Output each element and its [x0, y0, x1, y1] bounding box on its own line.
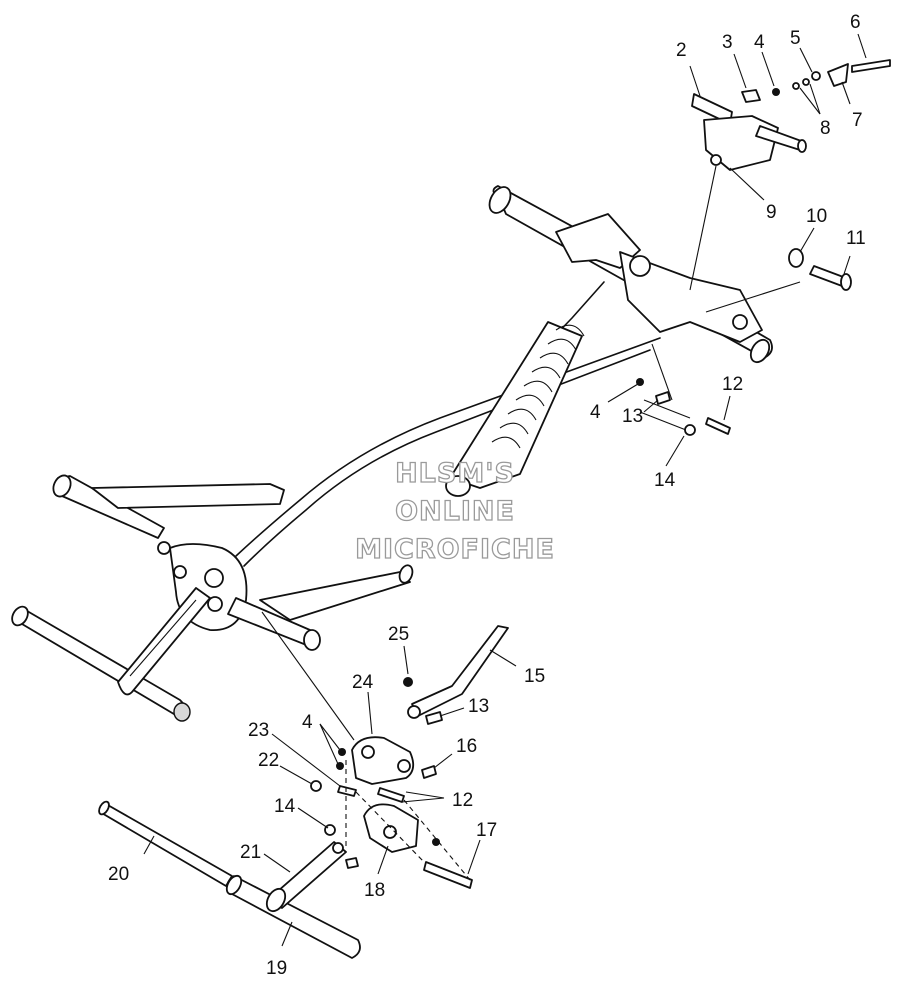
part-3-bushing [741, 89, 761, 103]
front-drop-tube-end [398, 564, 414, 584]
callout-15: 15 [524, 666, 545, 687]
callout-labels: 2 3 4 5 6 7 8 9 10 11 12 4 13 14 15 25 2… [108, 12, 866, 979]
watermark: HLSM'S ONLINE MICROFICHE [354, 457, 555, 565]
part-14-fitting-a [684, 424, 696, 436]
callout-21: 21 [240, 842, 261, 863]
callout-4-low: 4 [302, 712, 313, 733]
part-23-bolt [337, 785, 357, 797]
front-drop-tube [259, 571, 411, 621]
part-15-arm [411, 625, 509, 717]
callout-14: 14 [654, 470, 676, 491]
callout-20: 20 [108, 864, 129, 885]
front-rear-tube-end [303, 629, 321, 651]
callout-7: 7 [852, 110, 863, 131]
callout-25: 25 [388, 624, 409, 645]
callout-8: 8 [820, 118, 831, 139]
leader-front-detail [261, 611, 355, 741]
part-12-bolt-b [377, 787, 405, 803]
part-7-bracket [827, 63, 849, 87]
front-pivot-bushing [157, 541, 171, 555]
rear-link-rod [639, 399, 691, 431]
front-link-arm [117, 587, 211, 696]
callout-10: 10 [806, 206, 827, 227]
slide-rail-lower [243, 349, 651, 567]
part-25-fitting [403, 677, 413, 687]
callout-22: 22 [258, 750, 279, 771]
part-8-washer [792, 82, 800, 90]
callout-6: 6 [850, 12, 861, 33]
callout-19: 19 [266, 958, 287, 979]
callout-18: 18 [364, 880, 385, 901]
callout-2: 2 [676, 40, 687, 61]
bottom-detail-group [98, 800, 361, 959]
front-pivot-washer [173, 565, 187, 579]
front-lower-axle [16, 607, 189, 721]
front-lower-axle-cap [173, 702, 191, 722]
callout-4-mid: 4 [590, 402, 601, 423]
upper-axle-tube-end [488, 186, 512, 214]
lower-detail-group [310, 625, 509, 889]
part-12-bolt-a [705, 417, 731, 435]
callout-12: 12 [722, 374, 743, 395]
part-22-nut [310, 780, 322, 792]
pivot-bolt-hole [732, 314, 748, 330]
upper-detail-group [689, 59, 891, 313]
leader-rear-link [651, 343, 673, 401]
front-tube-right [91, 483, 285, 509]
part-17-bolt [423, 861, 473, 889]
callout-4: 4 [754, 32, 765, 53]
callout-11: 11 [846, 228, 866, 249]
shock-absorber [445, 321, 585, 497]
part-13-sleeve-a [655, 391, 671, 405]
callout-9: 9 [766, 202, 777, 223]
part-10-nut [788, 248, 804, 268]
callout-13: 13 [622, 406, 643, 427]
front-pivot-nut [207, 596, 223, 612]
callout-12-low: 12 [452, 790, 473, 811]
part-6-bolt [851, 59, 891, 73]
callout-14-low: 14 [274, 796, 296, 817]
front-tube-end [52, 474, 72, 498]
front-lower-axle-end [11, 605, 29, 627]
part-5-nut [811, 71, 821, 81]
main-suspension-assembly [11, 185, 773, 741]
callout-24: 24 [352, 672, 374, 693]
upper-axle-tube-end-right [749, 338, 771, 364]
upper-mount-bracket [555, 213, 641, 269]
part-4-nut [772, 88, 780, 96]
watermark-line-2: ONLINE [395, 496, 515, 527]
part-16-sleeve [421, 765, 437, 779]
callout-17: 17 [476, 820, 497, 841]
leader-9-to-bracket [689, 165, 717, 291]
watermark-line-1: HLSM'S [395, 458, 515, 489]
upper-arm-pivot [619, 251, 763, 343]
pivot-boss [629, 255, 651, 277]
leader-lines [143, 33, 867, 947]
front-pivot-bolt [204, 568, 224, 588]
slide-rail-upper [235, 337, 661, 557]
callout-23: 23 [248, 720, 269, 741]
right-mid-parts [636, 378, 731, 436]
callout-3: 3 [722, 32, 733, 53]
leader-11-to-bracket [705, 281, 801, 313]
callout-13-low: 13 [468, 696, 489, 717]
callout-5: 5 [790, 28, 801, 49]
callout-16: 16 [456, 736, 477, 757]
part-13-sleeve-b [425, 711, 443, 725]
watermark-line-3: MICROFICHE [355, 534, 555, 565]
